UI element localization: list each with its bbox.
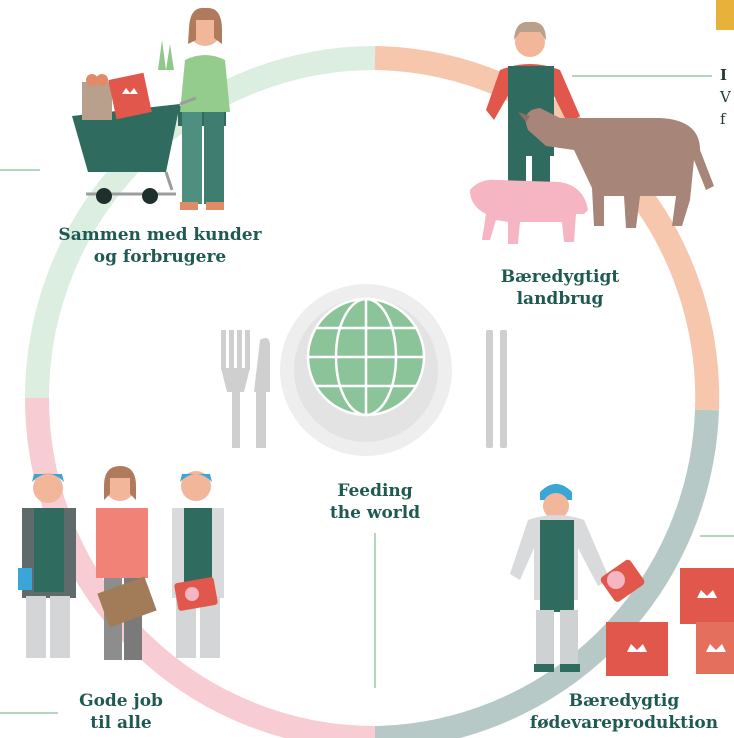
label-jobs-line2: til alle [90,713,152,733]
knife-icon [254,338,270,448]
label-customers: Sammen med kunder og forbrugere [40,224,280,268]
globe-icon [306,297,426,417]
cropped-side-text: I V f [720,64,734,130]
label-center-line2: the world [329,503,421,523]
cropped-side-text-line1: I [720,66,728,84]
crown-box-icon [606,568,734,676]
cow-icon [518,108,714,228]
cropped-side-text-line3: f [720,110,726,128]
label-farming-line1: Bæredygtigt [500,267,620,287]
label-food-production-line2: fødevareproduktion [529,713,719,733]
label-customers-line2: og forbrugere [93,247,227,267]
label-center-line1: Feeding [337,481,413,501]
banner-accent [716,0,734,30]
production-worker-illustration [510,484,645,672]
workers-illustration [18,466,224,660]
fork-icon [221,330,250,448]
cropped-side-text-line2: V [720,88,731,106]
farmer-illustration [486,21,580,190]
chopsticks-icon [486,330,507,448]
label-jobs: Gode job til alle [56,690,186,734]
label-farming: Bæredygtigt landbrug [490,266,630,310]
shopper-illustration [178,7,230,210]
label-food-production: Bæredygtig fødevareproduktion [514,690,734,734]
label-jobs-line1: Gode job [79,691,163,711]
shopping-cart-icon [72,40,197,204]
label-customers-line1: Sammen med kunder [58,225,262,245]
pig-icon [470,179,588,244]
label-farming-line2: landbrug [516,289,604,309]
label-center: Feeding the world [316,480,434,524]
label-food-production-line1: Bæredygtig [568,691,680,711]
connector-lines [0,75,734,714]
